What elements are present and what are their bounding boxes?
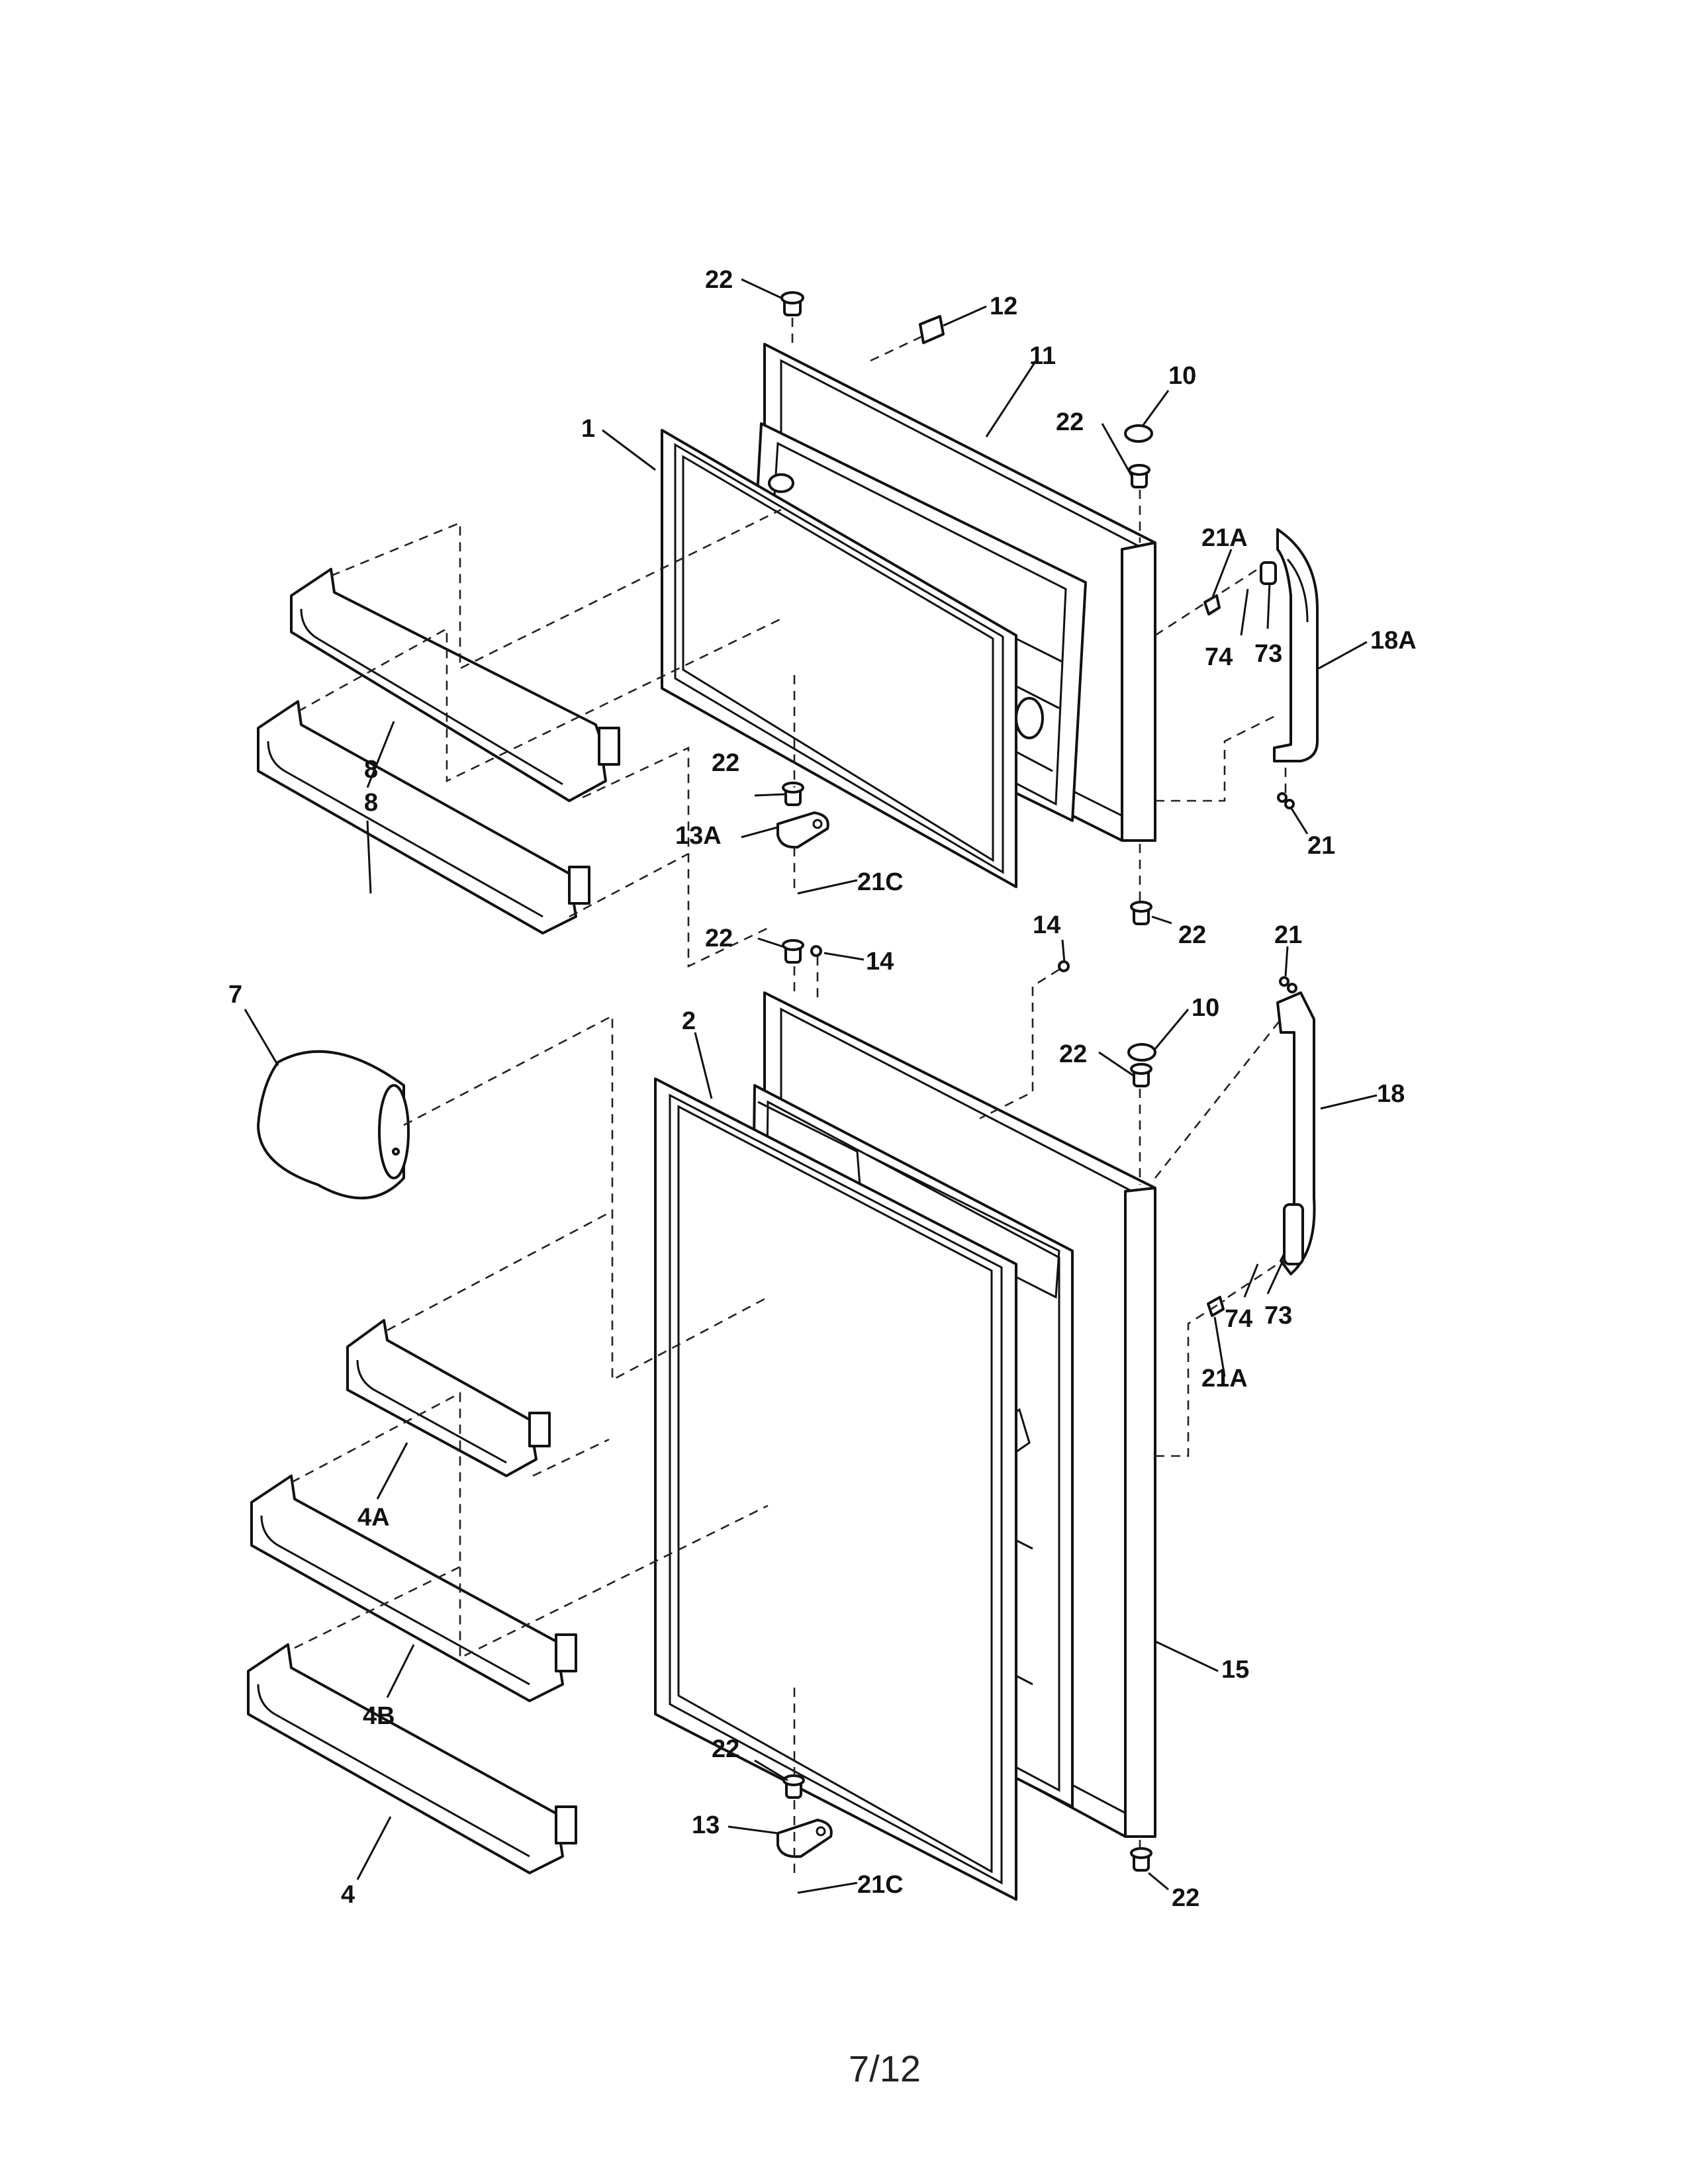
callout-13: 13: [692, 1811, 720, 1839]
callout-7: 7: [228, 981, 242, 1009]
callout-22: 22: [712, 1735, 739, 1763]
door-shelf-4B: [250, 1475, 577, 1702]
freezer-shelf-lower: [257, 700, 590, 934]
handle-18: [1276, 991, 1316, 1275]
callout-22: 22: [1172, 1884, 1199, 1912]
callout-15: 15: [1221, 1656, 1249, 1684]
screw-22-center-lower-top: [782, 939, 804, 964]
callout-73: 73: [1264, 1302, 1292, 1330]
cap-10-lower: [1127, 1043, 1156, 1062]
callout-21: 21: [1274, 921, 1302, 949]
callout-4: 4: [341, 1881, 355, 1909]
door-shelf-4: [247, 1643, 577, 1874]
callout-13A: 13A: [675, 822, 722, 850]
callout-2: 2: [682, 1007, 696, 1035]
callout-21C: 21C: [857, 1871, 904, 1899]
callout-22: 22: [705, 266, 733, 294]
callout-22: 22: [1059, 1040, 1087, 1068]
callout-10: 10: [1192, 994, 1219, 1022]
freezer-door-gasket: [661, 429, 1017, 888]
callout-18: 18: [1377, 1080, 1405, 1108]
callout-labels: 22 12 11 10 22 1 21A 18A 74 73 8 8 22 13…: [228, 266, 1417, 1912]
screw-22-bottom-center: [782, 1774, 805, 1799]
callout-12: 12: [990, 293, 1017, 320]
screw-22-bottom-right: [1130, 1847, 1152, 1872]
callout-74: 74: [1205, 643, 1233, 671]
page-number: 7/12: [849, 2048, 921, 2089]
callout-21C: 21C: [857, 868, 904, 896]
callout-74: 74: [1225, 1305, 1252, 1333]
callout-22: 22: [1056, 408, 1084, 436]
callout-21A: 21A: [1201, 524, 1248, 552]
callout-21: 21: [1307, 832, 1335, 860]
screw-14-left: [810, 945, 822, 957]
callout-8: 8: [364, 756, 378, 784]
callout-1: 1: [581, 415, 595, 443]
hinge-13A: [776, 811, 829, 849]
leader-lines: [244, 278, 1378, 1894]
callout-11: 11: [1029, 342, 1056, 370]
callout-22: 22: [1178, 921, 1206, 949]
callout-10: 10: [1168, 362, 1196, 390]
callout-14: 14: [866, 948, 894, 976]
assembly-lines: [291, 318, 1287, 1880]
handle-18A: [1260, 528, 1319, 762]
callout-8: 8: [364, 789, 378, 817]
callout-22: 22: [712, 749, 739, 777]
screw-14-right: [1058, 960, 1070, 972]
screw-22-bottom-right-upper: [1130, 901, 1152, 925]
callout-4B: 4B: [363, 1702, 395, 1730]
plug-12: [919, 315, 945, 344]
screw-21-lower: [1279, 976, 1297, 993]
screw-22-lower-right: [1130, 1063, 1152, 1087]
freezer-shelf-upper: [290, 568, 620, 802]
fresh-food-gasket: [654, 1077, 1017, 1901]
hinge-13: [776, 1819, 833, 1858]
callout-4A: 4A: [357, 1504, 390, 1531]
container-7: [257, 1050, 410, 1200]
door-shelf-4A: [346, 1319, 551, 1477]
callout-22: 22: [705, 925, 733, 952]
screw-21-upper: [1277, 792, 1295, 809]
callout-21A: 21A: [1201, 1365, 1248, 1392]
callout-18A: 18A: [1370, 627, 1417, 655]
cap-10-top: [1124, 424, 1153, 443]
callout-73: 73: [1254, 640, 1282, 668]
callout-14: 14: [1033, 911, 1060, 939]
screw-22-center-upper: [782, 782, 804, 806]
hinge-screw-top: [780, 291, 804, 316]
